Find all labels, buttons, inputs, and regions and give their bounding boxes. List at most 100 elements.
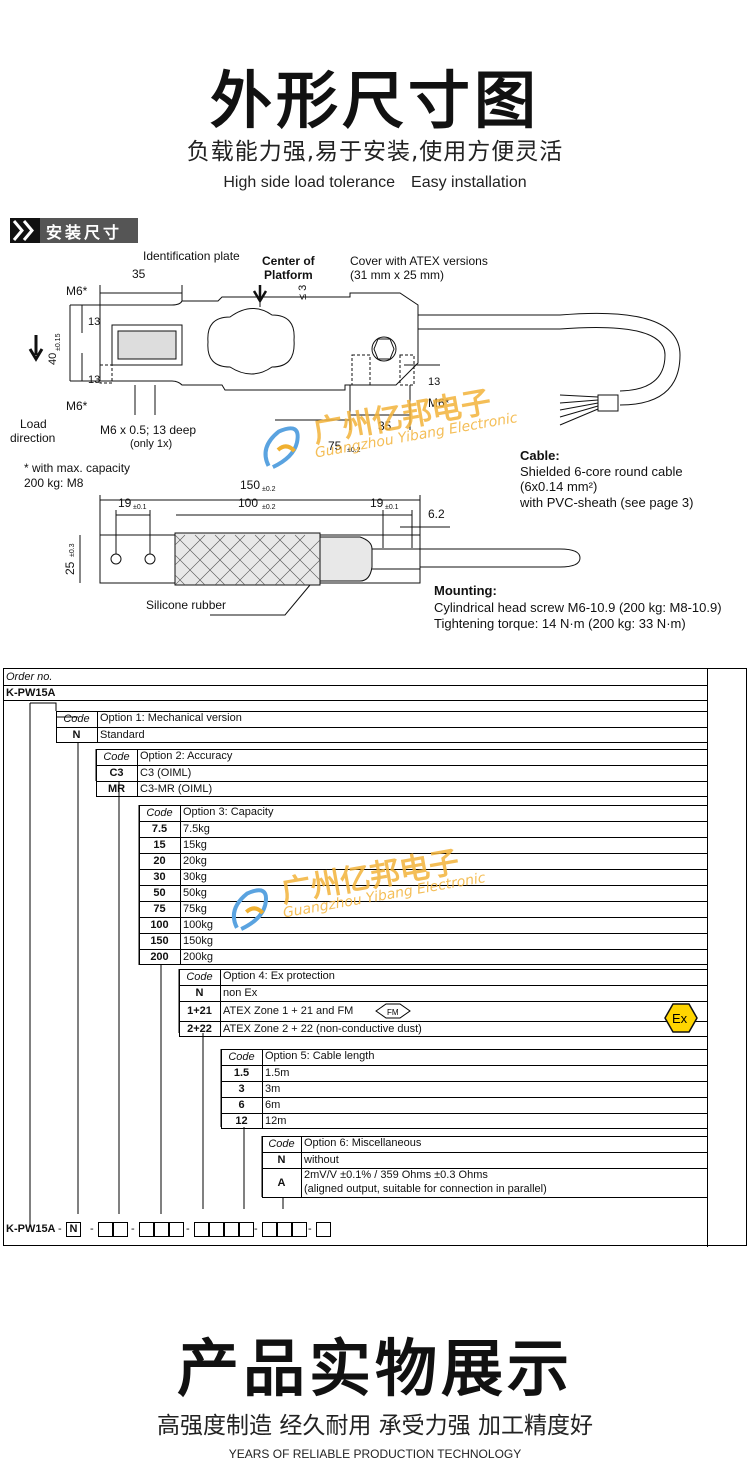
code-opt3-7: 150	[139, 933, 181, 949]
desc-opt5-2: 6m	[265, 1099, 281, 1111]
dash-3: -	[186, 1223, 190, 1235]
code-box-3-1	[209, 1222, 224, 1237]
code-opt4-1: 1+21	[179, 1001, 221, 1021]
connector-lines	[29, 702, 284, 1227]
install-dimension-tag: 安装尺寸	[10, 218, 138, 243]
double-chevron-icon	[10, 218, 40, 243]
code-opt3-6: 100	[139, 917, 181, 933]
section-title-product: 产品实物展示	[176, 1332, 573, 1405]
dim-13-b: 13	[88, 374, 100, 386]
code-opt3-0: 7.5	[139, 821, 181, 837]
code-header-opt3: Code	[139, 805, 181, 821]
center-label-2: Platform	[264, 268, 313, 282]
desc-opt3-8: 200kg	[183, 951, 213, 963]
desc-opt5-1: 3m	[265, 1083, 281, 1095]
cable-line-2: (6x0.14 mm²)	[520, 479, 597, 494]
center-arrow-icon	[252, 285, 268, 304]
code-opt3-5: 75	[139, 901, 181, 917]
cover-label-1: Cover with ATEX versions	[350, 254, 488, 268]
code-opt5-2: 6	[221, 1097, 263, 1113]
tag-label: 安装尺寸	[46, 222, 123, 242]
desc-opt3-3: 30kg	[183, 871, 207, 883]
dim-100-tol: ±0.2	[262, 504, 276, 511]
dash-5: -	[308, 1223, 312, 1235]
dash-4: -	[254, 1223, 258, 1235]
ex-hexagon-icon: Ex	[664, 1003, 698, 1033]
center-label-1: Center of	[262, 254, 316, 268]
mount-heading: Mounting:	[434, 583, 497, 598]
right-divider	[707, 669, 708, 1247]
code-opt3-2: 20	[139, 853, 181, 869]
code-opt2-1: MR	[96, 781, 138, 797]
dim-75: 75	[328, 439, 342, 453]
dash-2: -	[131, 1223, 135, 1235]
dim-75-tol: ±0.2	[347, 447, 361, 454]
head-opt2: Option 2: Accuracy	[140, 750, 233, 762]
connector-line-1	[30, 702, 57, 711]
code-opt5-0: 1.5	[221, 1065, 263, 1081]
m6-top: M6*	[66, 284, 88, 298]
code-opt6-0: N	[262, 1152, 302, 1168]
code-opt3-1: 15	[139, 837, 181, 853]
code-opt2-0: C3	[96, 765, 138, 781]
head-opt6: Option 6: Miscellaneous	[304, 1137, 422, 1149]
desc-opt1-0: Standard	[100, 729, 145, 741]
desc-opt2-1: C3-MR (OIML)	[140, 783, 213, 795]
dim-13-c: 13	[428, 376, 440, 388]
desc-opt4-2: ATEX Zone 2 + 22 (non-conductive dust)	[223, 1023, 422, 1035]
row-opt1-head	[56, 711, 707, 727]
row-opt1-0	[56, 727, 707, 743]
load-direction-arrow-icon	[28, 335, 44, 362]
dim-35-b: 35	[378, 419, 392, 433]
code-opt6-1: A	[262, 1168, 302, 1198]
code-box-2-2	[169, 1222, 184, 1237]
mount-line-1: Cylindrical head screw M6-10.9 (200 kg: …	[434, 600, 722, 615]
code-box-1-1	[113, 1222, 128, 1237]
subtitle-cn: 负载能力强,易于安装,使用方便灵活	[186, 139, 564, 165]
code-box-3-2	[224, 1222, 239, 1237]
code-box-1-0	[98, 1222, 113, 1237]
m6-bottom: M6*	[66, 399, 88, 413]
m6-deep-2: (only 1x)	[130, 438, 172, 450]
note-line-2: 200 kg: M8	[24, 476, 84, 490]
dim-100: 100	[238, 496, 258, 510]
dim-13-a: 13	[88, 316, 100, 328]
code-header-opt5: Code	[221, 1049, 263, 1065]
code-header-opt6: Code	[262, 1136, 302, 1152]
dim-19-b-tol: ±0.1	[385, 504, 399, 511]
bottom-model: K-PW15A	[6, 1223, 56, 1235]
dim-25: 25	[63, 561, 77, 575]
section-title-dimensions: 外形尺寸图	[209, 64, 540, 137]
order-no-label: Order no.	[6, 671, 53, 683]
code-box-5-0	[316, 1222, 331, 1237]
desc-opt3-1: 15kg	[183, 839, 207, 851]
desc2-opt6-1: (aligned output, suitable for connection…	[304, 1183, 547, 1195]
m6-right: M6*	[428, 396, 450, 410]
dimension-drawing: Identification plate Center of Platform …	[10, 249, 722, 631]
code-header-opt1: Code	[56, 711, 98, 727]
dim-19-a: 19	[118, 496, 132, 510]
head-opt3: Option 3: Capacity	[183, 806, 274, 818]
code-opt1-0: N	[56, 727, 98, 743]
dim-150-tol: ±0.2	[262, 486, 276, 493]
head-opt4: Option 4: Ex protection	[223, 970, 335, 982]
desc-opt3-4: 50kg	[183, 887, 207, 899]
dim-40: 40	[47, 353, 59, 365]
dim-40-tol: ±0.15	[55, 333, 62, 351]
desc-opt6-1: 2mV/V ±0.1% / 359 Ohms ±0.3 Ohms	[304, 1169, 488, 1181]
fm-approval-icon: FM	[374, 1003, 412, 1019]
desc-opt5-0: 1.5m	[265, 1067, 290, 1079]
code-box-3-0	[194, 1222, 209, 1237]
code-box-4-1	[277, 1222, 292, 1237]
code-opt3-8: 200	[139, 949, 181, 965]
desc-opt5-3: 12m	[265, 1115, 287, 1127]
order-model: K-PW15A	[4, 685, 707, 701]
bottom-subtitle-en: YEARS OF RELIABLE PRODUCTION TECHNOLOGY	[228, 1447, 522, 1461]
code-box-0-0: N	[66, 1222, 81, 1237]
cable-heading: Cable:	[520, 448, 560, 463]
m6-deep-1: M6 x 0.5; 13 deep	[100, 423, 196, 437]
fm-text: FM	[387, 1008, 399, 1017]
ex-text: Ex	[672, 1011, 688, 1026]
